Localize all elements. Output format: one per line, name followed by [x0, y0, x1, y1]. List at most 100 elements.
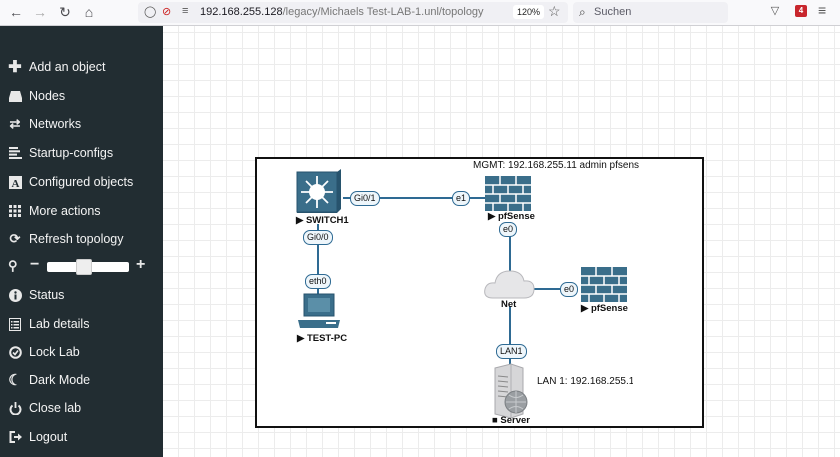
exchange-icon: ⇄	[9, 116, 21, 131]
pc-icon[interactable]	[298, 293, 340, 328]
zoom-slider-thumb[interactable]	[76, 259, 92, 275]
node-name: TEST-PC	[306, 333, 348, 344]
zoom-in-button[interactable]: +	[136, 256, 146, 273]
plus-icon: ✚	[8, 59, 22, 76]
url-bar[interactable]: ◯ ⊘ ≡ 192.168.255.128/legacy/Michaels Te…	[138, 2, 568, 23]
node-label-pfsense-1[interactable]: ▶ pfSense	[488, 211, 535, 222]
node-name: SWITCH1	[305, 215, 349, 226]
sign-out-icon	[8, 430, 22, 444]
sidebar-item-lock-lab[interactable]: Lock Lab	[8, 342, 80, 362]
reload-icon[interactable]: ↻	[59, 4, 71, 20]
info-icon	[8, 288, 22, 302]
sidebar-item-label: Networks	[29, 117, 82, 131]
sidebar-item-label: Status	[29, 288, 65, 302]
sidebar-item-label: Lock Lab	[29, 345, 80, 359]
interface-label[interactable]: e1	[452, 191, 471, 206]
interface-label[interactable]: Gi0/1	[350, 191, 380, 206]
zoom-control: ⚲ − +	[8, 256, 158, 275]
sidebar-item-configured-objects[interactable]: A Configured objects	[8, 172, 133, 192]
zoom-out-button[interactable]: −	[30, 256, 40, 273]
check-circle-icon	[8, 345, 22, 359]
node-label-server[interactable]: ■ Server	[492, 415, 530, 426]
node-label-switch1[interactable]: ▶ SWITCH1	[296, 215, 349, 226]
permissions-icon[interactable]: ≡	[182, 5, 189, 17]
forward-arrow-icon[interactable]: →	[33, 4, 47, 20]
extension-badge[interactable]: 4	[795, 5, 807, 17]
text-note-lan[interactable]: LAN 1: 192.168.255.1:	[537, 376, 633, 387]
text-note-mgmt[interactable]: MGMT: 192.168.255.11 admin pfsens	[473, 160, 640, 171]
sidebar-item-label: Logout	[29, 430, 68, 444]
node-label-net[interactable]: Net	[501, 299, 517, 310]
sidebar-item-startup-configs[interactable]: Startup-configs	[8, 143, 113, 163]
cloud-icon[interactable]	[484, 270, 535, 299]
svg-text:A: A	[11, 178, 19, 189]
url-host: 192.168.255.128	[200, 6, 283, 18]
zoom-icon: ⚲	[8, 258, 18, 273]
font-icon: A	[8, 175, 22, 189]
sidebar-item-label: Lab details	[29, 317, 90, 331]
switch-icon[interactable]	[296, 169, 341, 213]
shield-icon[interactable]: ◯	[144, 6, 157, 18]
sidebar-item-label: Configured objects	[29, 175, 134, 189]
align-left-icon	[8, 146, 22, 160]
sidebar: ✚ Add an object Nodes ⇄ Networks Startup-c…	[0, 26, 163, 457]
interface-label[interactable]: LAN1	[496, 344, 527, 359]
refresh-icon: ⟳	[9, 231, 21, 246]
sidebar-item-close-lab[interactable]: Close lab	[8, 398, 81, 418]
node-state-icon: ▶	[297, 333, 305, 344]
search-input[interactable]: ⌕ Suchen	[573, 2, 728, 23]
node-state-icon: ▶	[581, 303, 589, 314]
interface-label[interactable]: Gi0/0	[303, 230, 333, 245]
search-placeholder: Suchen	[594, 6, 632, 18]
home-icon[interactable]: ⌂	[84, 4, 94, 20]
back-arrow-icon[interactable]: ←	[9, 4, 23, 20]
power-icon	[8, 401, 22, 415]
browser-toolbar: ← → ↻ ⌂ ◯ ⊘ ≡ 192.168.255.128/legacy/Mic…	[0, 0, 840, 26]
node-name: Server	[500, 415, 530, 426]
links-layer	[296, 169, 627, 419]
sidebar-item-nodes[interactable]: Nodes	[8, 86, 65, 106]
sidebar-item-label: Add an object	[29, 60, 106, 74]
node-state-icon: ▶	[488, 211, 496, 222]
interface-label[interactable]: e0	[499, 222, 518, 237]
interface-label[interactable]: e0	[560, 282, 579, 297]
sidebar-item-label: More actions	[29, 204, 101, 218]
search-icon: ⌕	[579, 5, 586, 19]
moon-icon: ☾	[8, 372, 22, 389]
sidebar-item-label: Startup-configs	[29, 146, 114, 160]
menu-icon[interactable]: ≡	[818, 2, 827, 18]
star-icon[interactable]: ☆	[548, 3, 561, 19]
sidebar-item-label: Nodes	[29, 89, 66, 103]
interface-label[interactable]: eth0	[305, 274, 331, 289]
hdd-icon	[8, 89, 22, 103]
url-path: /legacy/Michaels Test-LAB-1.unl/topology	[282, 6, 484, 18]
list-icon	[8, 317, 22, 331]
lock-crossed-icon[interactable]: ⊘	[162, 6, 172, 18]
sidebar-item-add-object[interactable]: ✚ Add an object	[8, 57, 105, 77]
sidebar-item-refresh-topology[interactable]: ⟳ Refresh topology	[8, 229, 124, 249]
sidebar-item-label: Close lab	[29, 401, 82, 415]
sidebar-item-logout[interactable]: Logout	[8, 427, 67, 447]
grid-icon	[8, 204, 22, 218]
node-label-pfsense-2[interactable]: ▶ pfSense	[581, 303, 628, 314]
sidebar-item-networks[interactable]: ⇄ Networks	[8, 114, 82, 134]
zoom-level-badge[interactable]: 120%	[513, 5, 545, 19]
node-name: pfSense	[590, 303, 628, 314]
pocket-icon[interactable]: ▽	[770, 5, 780, 17]
sidebar-item-lab-details[interactable]: Lab details	[8, 314, 89, 334]
topology-canvas[interactable]: MGMT: 192.168.255.11 admin pfsens LAN 1:…	[163, 26, 840, 457]
sidebar-item-dark-mode[interactable]: ☾ Dark Mode	[8, 370, 90, 390]
node-label-test-pc[interactable]: ▶ TEST-PC	[297, 333, 347, 344]
sidebar-item-label: Dark Mode	[29, 373, 91, 387]
sidebar-item-label: Refresh topology	[29, 232, 124, 246]
node-state-icon: ■	[492, 415, 498, 426]
server-icon[interactable]	[494, 363, 528, 419]
sidebar-item-status[interactable]: Status	[8, 285, 64, 305]
firewall-icon[interactable]	[485, 176, 531, 211]
firewall-icon[interactable]	[581, 267, 627, 302]
node-state-icon: ▶	[296, 215, 304, 226]
sidebar-item-more-actions[interactable]: More actions	[8, 201, 101, 221]
url-text[interactable]: 192.168.255.128/legacy/Michaels Test-LAB…	[200, 6, 484, 18]
node-name: pfSense	[497, 211, 535, 222]
zoom-slider[interactable]	[47, 259, 129, 275]
